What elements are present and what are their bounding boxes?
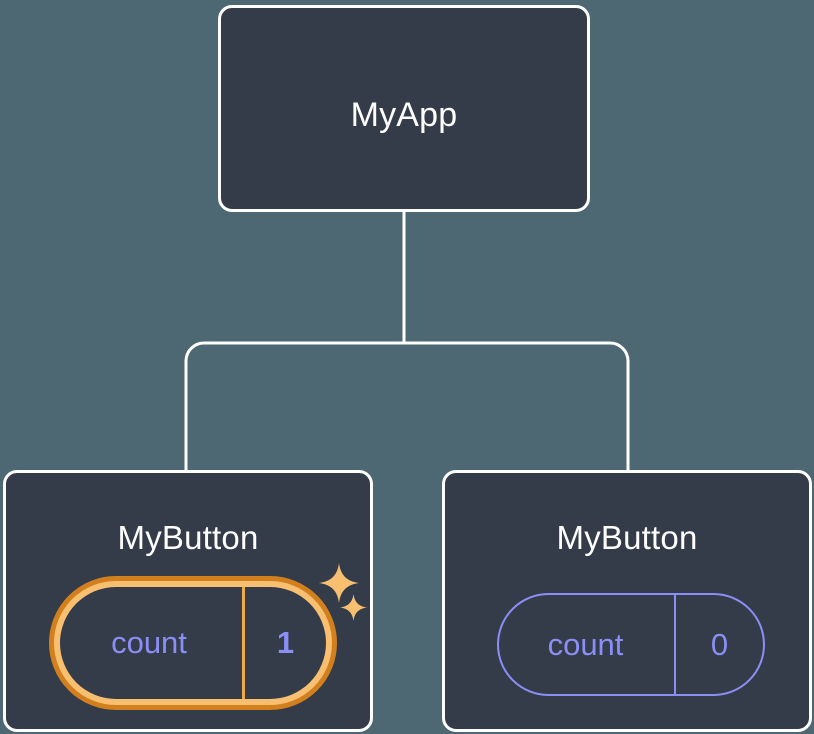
component-node-title: MyButton bbox=[117, 519, 259, 556]
state-pill-highlighted[interactable]: count 1 bbox=[49, 576, 337, 710]
state-pill-plain[interactable]: count 0 bbox=[497, 593, 765, 696]
component-node-title: MyApp bbox=[350, 96, 458, 134]
connector-branch-right bbox=[609, 341, 630, 470]
state-value-label: 1 bbox=[276, 625, 295, 660]
component-node-title: MyButton bbox=[556, 519, 698, 556]
component-node-mybutton-right[interactable]: MyButton count 0 bbox=[442, 470, 812, 732]
state-pill-divider bbox=[674, 595, 676, 694]
state-name-label: count bbox=[111, 625, 187, 660]
state-name-label: count bbox=[547, 626, 624, 662]
component-node-mybutton-left[interactable]: MyButton count 1 bbox=[3, 470, 373, 732]
state-value-label: 0 bbox=[710, 626, 729, 662]
state-pill-inner: count 1 bbox=[60, 587, 326, 699]
component-node-myapp[interactable]: MyApp bbox=[218, 5, 590, 212]
connector-branch-left bbox=[184, 341, 205, 470]
state-pill-divider bbox=[242, 587, 245, 699]
